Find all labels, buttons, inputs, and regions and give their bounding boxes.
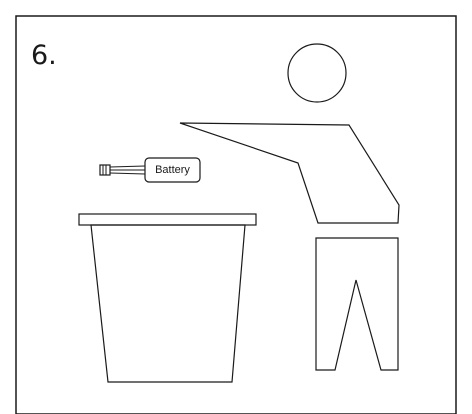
- person-legs-icon: [316, 238, 398, 370]
- battery-label: Battery: [145, 158, 200, 182]
- battery-wire-icon: [110, 166, 145, 167]
- person-head-icon: [288, 44, 346, 102]
- panel-border: [16, 16, 456, 414]
- battery-connector-icon: [100, 165, 110, 175]
- bin-body-icon: [91, 225, 245, 382]
- bin-lid-icon: [79, 214, 256, 225]
- battery-wire-icon: [110, 173, 145, 174]
- step-number: 6.: [31, 42, 57, 69]
- person-arm-torso-icon: [180, 123, 399, 223]
